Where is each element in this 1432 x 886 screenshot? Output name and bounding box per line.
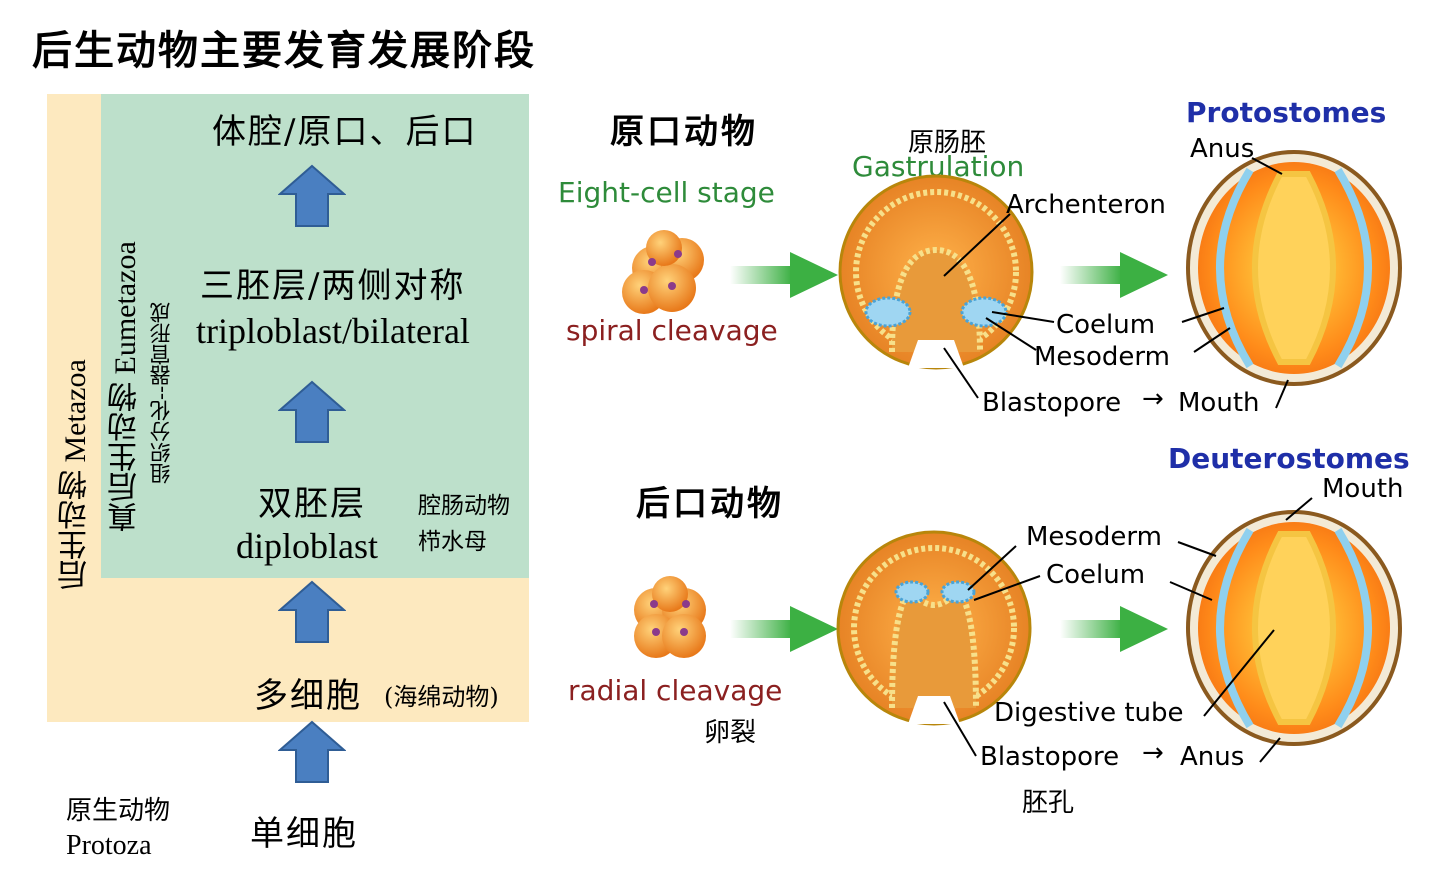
- diplo-example-cnidaria: 腔肠动物: [418, 493, 510, 519]
- spiral-cleavage-label: spiral cleavage: [566, 314, 778, 347]
- leader-lines-deuterostome: [943, 497, 1313, 763]
- green-arrow-icon: [730, 606, 838, 652]
- deutero-blastopore-label: Blastopore: [980, 742, 1120, 772]
- metazoa-label: 后生动物 Metazoa: [59, 359, 92, 590]
- stage-triploblast-en: triploblast/bilateral: [196, 311, 470, 351]
- protozoa-en: Protoza: [66, 830, 152, 861]
- protozoa-cn: 原生动物: [66, 796, 171, 826]
- eight-cell-label: Eight-cell stage: [558, 176, 775, 209]
- up-arrow-icon: [278, 580, 346, 643]
- radial-cleavage-label: radial cleavage: [568, 674, 783, 707]
- deutero-mesoderm-label: Mesoderm: [1026, 522, 1162, 552]
- arrow-right-icon: →: [1142, 738, 1164, 768]
- development-diagram: [622, 150, 1402, 763]
- deuterostome-heading: 后口动物: [636, 484, 784, 524]
- eumetazoa-label: 真后生动物 Eumetazoa: [109, 241, 142, 532]
- eumetazoa-note: 组织分化--器官形成: [149, 301, 173, 484]
- proto-mouth-label: Mouth: [1178, 388, 1260, 418]
- up-arrow-icon: [278, 164, 346, 227]
- page-title: 后生动物主要发育发展阶段: [32, 27, 536, 74]
- stage-multicellular: 多细胞: [254, 676, 362, 716]
- deuterostomes-label: Deuterostomes: [1168, 442, 1410, 475]
- gastrula-cn-label: 原肠胚: [908, 128, 987, 158]
- stage-multicellular-note: (海绵动物): [384, 683, 499, 711]
- protostome-heading: 原口动物: [610, 112, 758, 152]
- green-arrow-icon: [1060, 252, 1168, 298]
- leader-lines-protostome: [943, 157, 1289, 409]
- spiral-embryo-icon: [622, 230, 704, 314]
- proto-anus-label: Anus: [1190, 134, 1255, 164]
- diplo-example-ctenophora: 栉水母: [418, 529, 487, 555]
- green-arrow-icon: [730, 252, 838, 298]
- protostomes-label: Protostomes: [1186, 96, 1387, 129]
- proto-coelum-label: Coelum: [1056, 310, 1156, 340]
- protostome-gastrula-icon: [838, 174, 1034, 370]
- deuterostome-gastrula-icon: [836, 530, 1032, 726]
- radial-embryo-icon: [634, 576, 706, 658]
- arrow-right-icon: →: [1142, 384, 1164, 414]
- cleavage-cn-label: 卵裂: [704, 718, 757, 748]
- green-arrow-icon: [1060, 606, 1168, 652]
- up-arrow-icon: [278, 720, 346, 783]
- protostome-body-icon: [1186, 150, 1402, 386]
- stage-coelom: 体腔/原口、后口: [212, 112, 478, 152]
- up-arrow-icon: [278, 380, 346, 443]
- deutero-coelum-label: Coelum: [1046, 560, 1146, 590]
- stage-diploblast-cn: 双胚层: [258, 484, 366, 524]
- blastopore-cn-label: 胚孔: [1022, 788, 1075, 818]
- stage-triploblast-cn: 三胚层/两侧对称: [200, 266, 466, 306]
- stage-diploblast-en: diploblast: [236, 526, 378, 566]
- deutero-digestive-label: Digestive tube: [994, 698, 1184, 728]
- proto-archenteron-label: Archenteron: [1006, 190, 1166, 220]
- deutero-anus-label: Anus: [1180, 742, 1245, 772]
- stage-unicellular: 单细胞: [250, 814, 358, 854]
- proto-mesoderm-label: Mesoderm: [1034, 342, 1170, 372]
- deutero-mouth-label: Mouth: [1322, 474, 1404, 504]
- deuterostome-body-icon: [1186, 510, 1402, 746]
- proto-blastopore-label: Blastopore: [982, 388, 1122, 418]
